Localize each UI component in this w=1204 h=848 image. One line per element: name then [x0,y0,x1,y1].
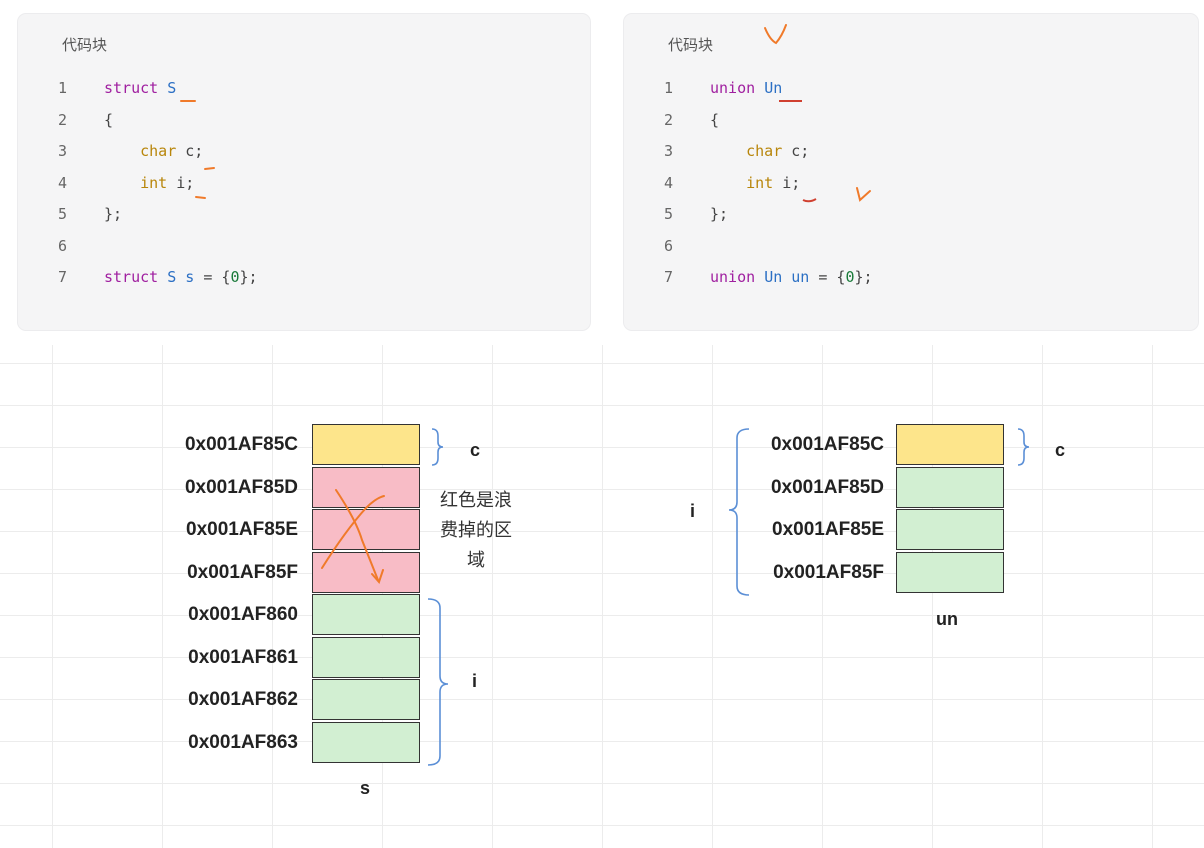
memory-address: 0x001AF861 [188,646,298,668]
memory-cell-member-i [312,594,420,635]
line-number: 4 [664,173,674,192]
memory-cell-padding [312,509,420,550]
struct-member-c-label: c [470,440,481,460]
memory-address: 0x001AF85E [186,519,298,540]
code-text: char c; [140,142,204,160]
memory-address: 0x001AF862 [188,689,298,710]
union-member-i-label: i [690,501,696,521]
line-number: 5 [664,205,674,223]
grid-background [0,345,1204,848]
memory-address: 0x001AF85F [187,561,298,583]
memory-cell-member-c [312,424,420,465]
code-text: struct S [104,79,177,97]
struct-code-block: 代码块 1 struct S 2 {3 char c; 4 int i; 5}; 6 7 str… [18,14,590,330]
code-text: }; [104,205,123,223]
union-member-c-label: c [1055,440,1066,460]
line-number: 3 [58,142,68,160]
padding-note: 红色是浪 费掉的区 域 [424,486,528,576]
memory-address: 0x001AF860 [188,604,298,625]
union-variable-caption: un [936,609,958,629]
memory-address: 0x001AF85E [772,519,884,540]
line-number: 1 [664,79,674,97]
code-text: union Un [710,79,783,97]
line-number: 1 [58,79,68,97]
memory-cell-padding [312,466,420,508]
memory-address: 0x001AF863 [188,731,298,753]
memory-address: 0x001AF85C [770,434,884,455]
memory-cell-member-i [312,721,420,763]
line-number: 5 [58,205,68,223]
code-text: union Un un = {0}; [710,268,873,286]
memory-address: 0x001AF85F [773,561,884,583]
code-text: struct S s = {0}; [104,268,258,286]
line-number: 7 [58,268,68,286]
memory-address: 0x001AF85D [184,476,298,498]
code-text: { [104,110,114,129]
struct-member-i-label: i [472,671,478,691]
line-number: 6 [58,236,68,255]
padding-note-line-2: 费掉的区 [440,520,512,541]
padding-note-line-1: 红色是浪 [440,490,512,511]
line-number: 3 [664,142,674,160]
line-number: 6 [664,236,674,255]
memory-cell-member-i [312,636,420,678]
memory-cell-member-i [896,466,1004,508]
code-block-title: 代码块 [668,36,714,54]
line-number: 2 [58,110,68,129]
code-text: int i; [140,173,195,192]
line-number: 7 [664,268,674,286]
memory-cell-member-i [896,551,1004,593]
code-text: }; [710,205,729,223]
code-text: { [710,110,720,129]
memory-cell-padding [312,551,420,593]
code-block-title: 代码块 [62,36,108,54]
line-number: 2 [664,110,674,129]
memory-address: 0x001AF85D [770,476,884,498]
union-code-block: 代码块 1 union Un 2 {3 char c; 4 int i; 5}; 6 7 uni… [624,14,1198,330]
memory-address: 0x001AF85C [184,434,298,455]
memory-cell-member-i [312,679,420,720]
memory-cell-member-c [896,424,1004,465]
padding-note-line-3: 域 [467,550,485,571]
code-text: int i; [746,173,801,192]
struct-variable-caption: s [360,778,371,798]
line-number: 4 [58,173,68,192]
memory-cell-member-i [896,509,1004,550]
code-text: char c; [746,142,810,160]
